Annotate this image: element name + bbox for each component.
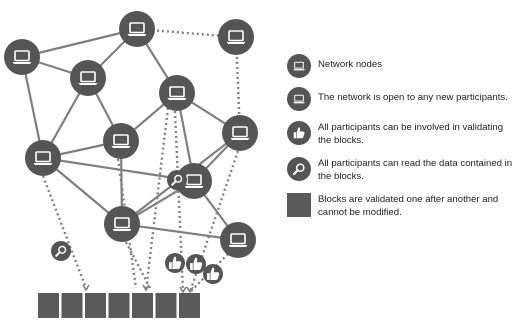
laptop-icon xyxy=(228,233,248,247)
floating-icons xyxy=(51,170,223,284)
new-laptop-icon xyxy=(287,87,311,111)
magnifier-icon xyxy=(287,157,311,181)
network-node xyxy=(104,206,140,242)
block xyxy=(179,293,200,318)
arrowhead xyxy=(186,286,194,294)
legend-text: Network nodes xyxy=(318,59,382,70)
network-node xyxy=(218,19,254,55)
network-node xyxy=(220,222,256,258)
block-link xyxy=(41,175,88,289)
block xyxy=(155,293,177,318)
block xyxy=(61,293,83,318)
legend-text: All participants can be involved in vali… xyxy=(318,122,504,146)
network-node xyxy=(4,39,40,75)
block xyxy=(132,293,153,318)
laptop-icon xyxy=(230,126,250,140)
legend-item-blocks: Blocks are validated one after another a… xyxy=(286,192,518,219)
block-chain xyxy=(38,293,200,318)
legend-item-validation: All participants can be involved in vali… xyxy=(286,120,518,147)
legend: Network nodes The network is open to any… xyxy=(286,0,521,320)
laptop-icon xyxy=(226,30,246,44)
network-link xyxy=(21,27,138,59)
legend-item-read-data: All participants can read the data conta… xyxy=(286,156,518,183)
magnifier-icon xyxy=(51,241,71,261)
legend-text: The network is open to any new participa… xyxy=(318,92,508,103)
thumbs-up-icon xyxy=(203,264,223,284)
network-node xyxy=(25,140,61,176)
laptop-icon xyxy=(112,217,132,231)
block-link xyxy=(124,241,152,289)
block xyxy=(38,293,59,318)
block-link xyxy=(144,107,170,291)
laptop-icon xyxy=(78,71,98,85)
laptop-icon xyxy=(184,174,204,188)
legend-item-network-nodes: Network nodes xyxy=(286,53,518,79)
laptop-icon xyxy=(287,54,311,78)
thumbs-up-icon xyxy=(186,254,206,274)
arrowhead xyxy=(82,284,90,292)
magnifier-icon xyxy=(167,170,187,190)
legend-text: Blocks are validated one after another a… xyxy=(318,194,499,218)
laptop-icon xyxy=(33,151,53,165)
network-node xyxy=(176,163,212,199)
network-node xyxy=(70,60,106,96)
arrowhead xyxy=(179,286,187,294)
laptop-icon xyxy=(12,50,32,64)
network-node xyxy=(159,75,195,111)
network-node xyxy=(119,11,155,47)
legend-text: All participants can read the data conta… xyxy=(318,158,513,182)
network-node xyxy=(103,123,139,159)
thumbs-up-icon xyxy=(287,121,311,145)
network-nodes xyxy=(4,11,258,258)
block xyxy=(85,293,106,318)
arrowhead xyxy=(142,284,150,292)
network-node xyxy=(222,115,258,151)
laptop-icon xyxy=(127,22,147,36)
legend-item-new-participants: The network is open to any new participa… xyxy=(286,86,518,112)
block xyxy=(108,293,130,318)
laptop-icon xyxy=(167,86,187,100)
block-icon xyxy=(287,193,311,217)
thumbs-up-icon xyxy=(165,253,185,273)
laptop-icon xyxy=(111,134,131,148)
